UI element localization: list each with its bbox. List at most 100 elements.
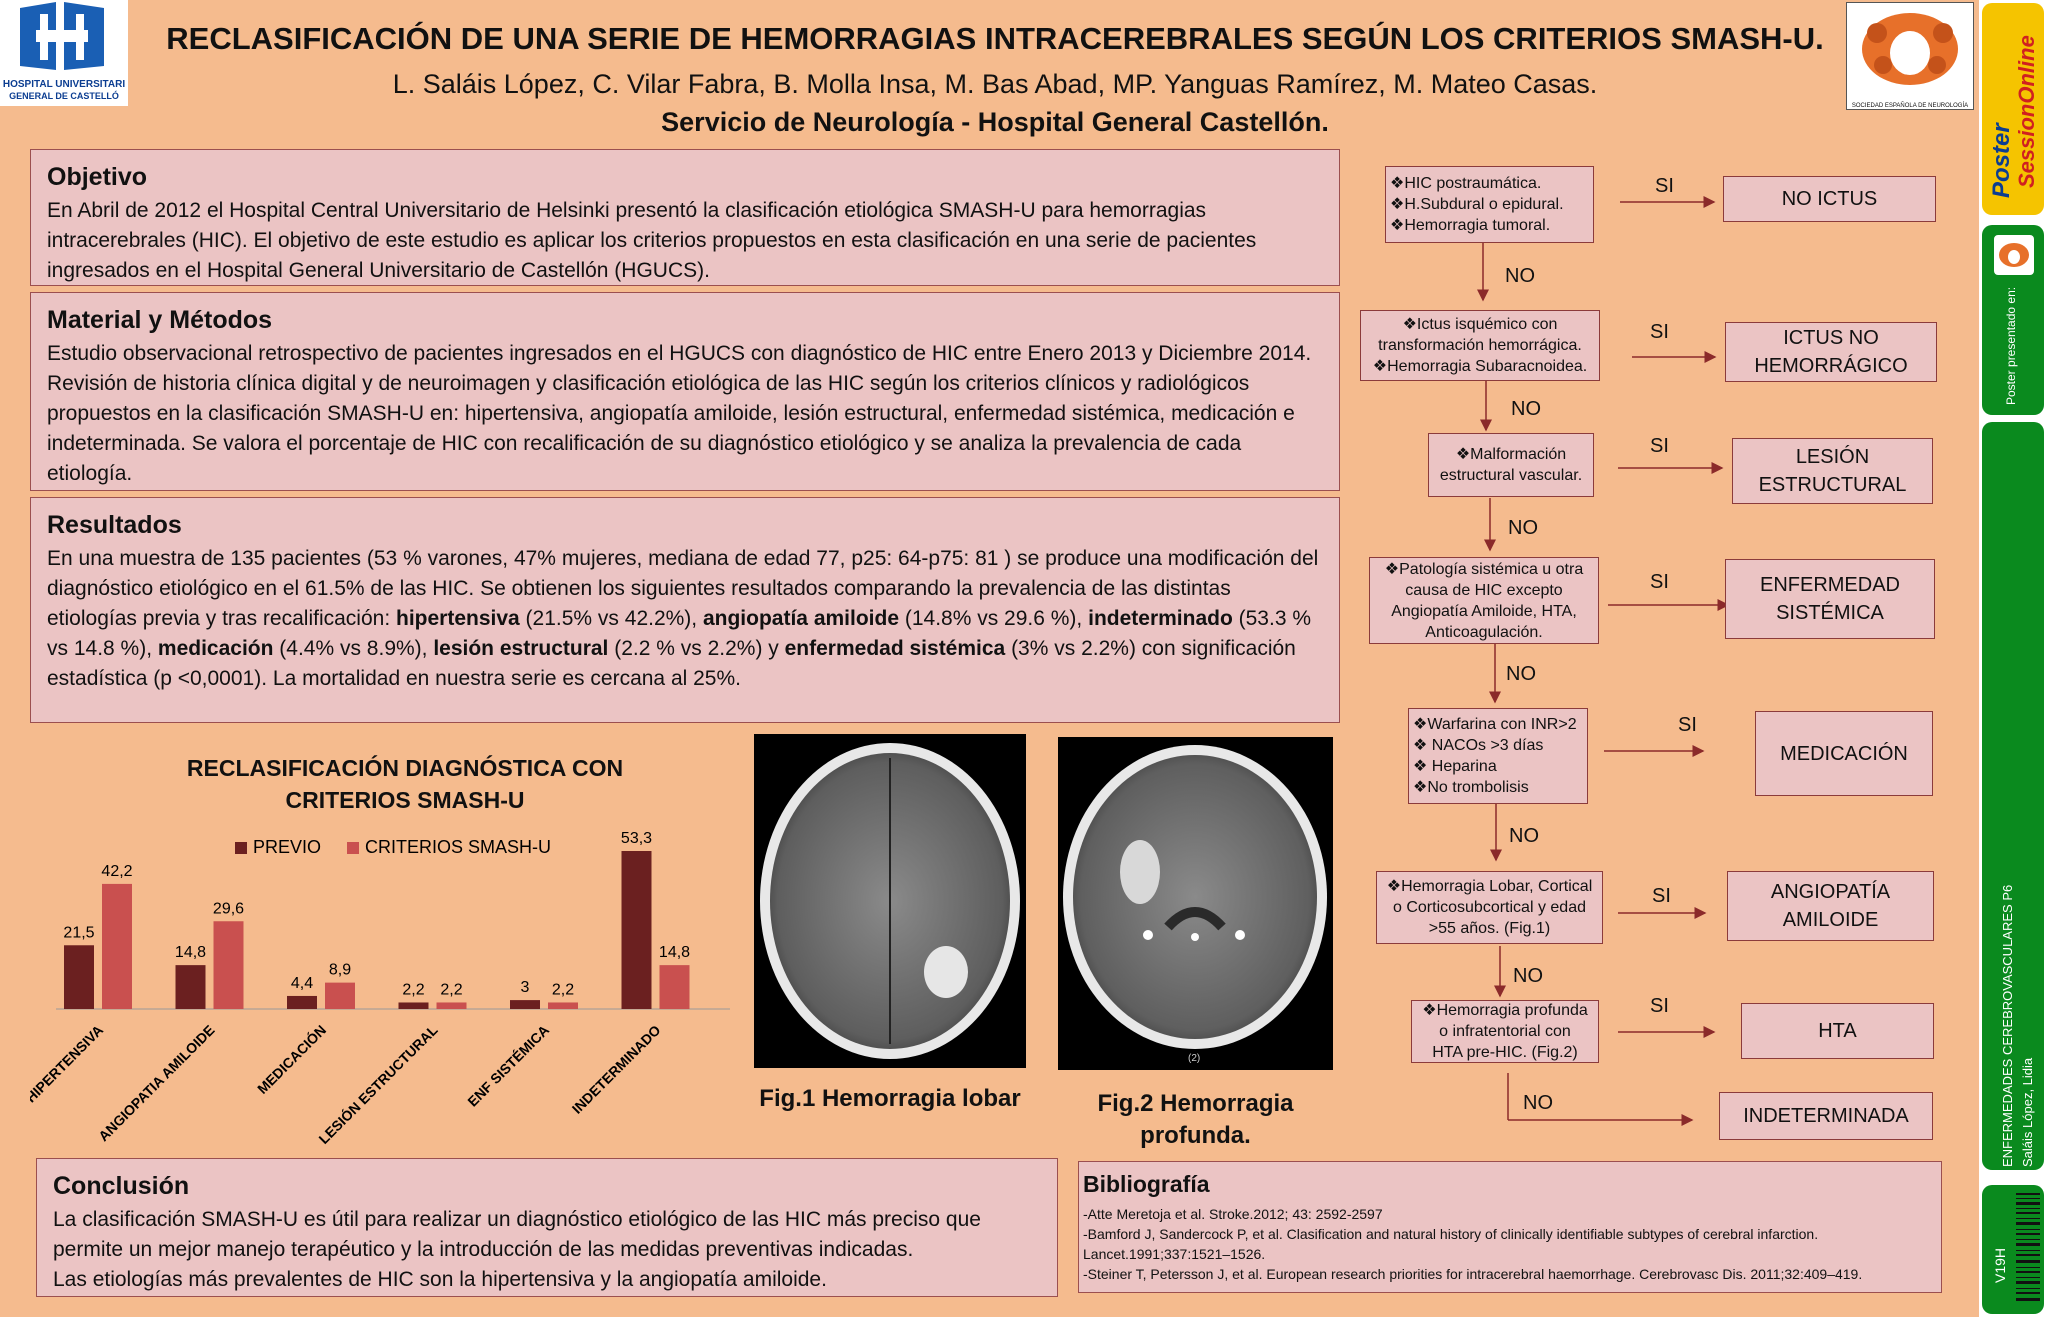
data-label-1-4: 2,2 xyxy=(552,981,574,998)
bar-0-3 xyxy=(398,1002,429,1009)
flow-si-3: SI xyxy=(1650,435,1669,457)
bar-0-2 xyxy=(287,995,317,1009)
resultados-heading: Resultados xyxy=(47,511,182,539)
bibliografia-section: Bibliografía -Atte Meretoja et al. Strok… xyxy=(1078,1161,1942,1293)
objetivo-section: Objetivo En Abril de 2012 el Hospital Ce… xyxy=(30,149,1340,286)
objetivo-heading: Objetivo xyxy=(47,163,148,191)
sidebar-brand-session: SessionOnline xyxy=(2014,35,2039,188)
poster-department: Servicio de Neurología - Hospital Genera… xyxy=(661,107,1329,137)
ct-image-fig1 xyxy=(754,734,1026,1068)
flow-question-5: ❖Warfarina con INR>2❖ NACOs >3 días❖ Hep… xyxy=(1408,708,1588,804)
hospital-logo-line1: HOSPITAL UNIVERSITARI xyxy=(2,79,126,90)
data-label-0-1: 14,8 xyxy=(175,944,206,961)
hospital-logo-line2: GENERAL DE CASTELLÓ xyxy=(9,91,119,101)
data-label-1-5: 14,8 xyxy=(659,944,690,961)
flow-outcome-hta: HTA xyxy=(1741,1003,1934,1059)
fig2-tag: (2) xyxy=(1188,1053,1201,1064)
sidebar-category: ENFERMEDADES CEREBROVASCULARES P6 xyxy=(2000,884,2015,1167)
legend-label-1: CRITERIOS SMASH-U xyxy=(365,837,551,857)
flow-no-6: NO xyxy=(1513,965,1543,987)
data-label-1-1: 29,6 xyxy=(213,900,244,917)
bar-1-3 xyxy=(436,1002,467,1009)
legend-swatch-1 xyxy=(347,842,359,854)
flow-no-5: NO xyxy=(1509,825,1539,847)
flow-no-3: NO xyxy=(1508,517,1538,539)
metodos-text: Estudio observacional retrospectivo de p… xyxy=(47,342,1312,485)
bar-1-5 xyxy=(659,965,690,1009)
flow-outcome-medicacion: MEDICACIÓN xyxy=(1755,711,1933,796)
flow-si-7: SI xyxy=(1650,995,1669,1017)
conclusion-heading: Conclusión xyxy=(53,1172,190,1200)
tick-label-5: INDETERMINADO xyxy=(569,1022,664,1117)
ct-image-fig2: (2) xyxy=(1058,737,1333,1070)
chart-title: RECLASIFICACIÓN DIAGNÓSTICA CON CRITERIO… xyxy=(40,752,770,816)
objetivo-text: En Abril de 2012 el Hospital Central Uni… xyxy=(47,199,1257,282)
hospital-logo: HOSPITAL UNIVERSITARI GENERAL DE CASTELL… xyxy=(0,0,128,106)
sidebar: Poster SessionOnline Poster presentado e… xyxy=(1979,0,2048,1317)
sidebar-society-icon xyxy=(1994,235,2034,275)
fig1-caption: Fig.1 Hemorragia lobar xyxy=(759,1085,1021,1112)
bar-1-4 xyxy=(548,1002,578,1009)
flowchart-arrows xyxy=(1477,196,1730,1126)
tick-label-2: MEDICACIÓN xyxy=(253,1021,329,1097)
sidebar-code: V19H xyxy=(1992,1247,2008,1283)
society-logo: SOCIEDAD ESPAÑOLA DE NEUROLOGÍA xyxy=(1846,2,1974,110)
data-label-0-2: 4,4 xyxy=(291,975,313,992)
resultados-text: En una muestra de 135 pacientes (53 % va… xyxy=(47,547,1319,690)
flow-si-1: SI xyxy=(1655,175,1674,197)
sidebar-brand-poster: Poster xyxy=(1988,123,2015,198)
tick-label-0: HIPERTENSIVA xyxy=(30,1022,106,1106)
tick-label-4: ENF SISTÉMICA xyxy=(464,1022,552,1110)
sidebar-presented-panel: Poster presentado en: xyxy=(1982,225,2044,415)
metodos-heading: Material y Métodos xyxy=(47,306,273,334)
flow-question-1: ❖HIC postraumática.❖H.Subdural o epidura… xyxy=(1385,166,1594,243)
flow-no-4: NO xyxy=(1506,663,1536,685)
flow-outcome-no-ictus: NO ICTUS xyxy=(1723,176,1936,222)
flow-no-1: NO xyxy=(1505,265,1535,287)
hospital-h-icon xyxy=(20,2,104,70)
conclusion-section: Conclusión La clasificación SMASH-U es ú… xyxy=(36,1158,1058,1297)
barcode-icon xyxy=(2016,1193,2040,1301)
flow-si-2: SI xyxy=(1650,321,1669,343)
data-label-0-0: 21,5 xyxy=(63,924,94,941)
bar-1-1 xyxy=(213,921,244,1009)
flow-si-4: SI xyxy=(1650,571,1669,593)
bar-0-0 xyxy=(64,945,94,1009)
flow-si-6: SI xyxy=(1652,885,1671,907)
bar-0-4 xyxy=(510,1000,540,1009)
society-logo-text: SOCIEDAD ESPAÑOLA DE NEUROLOGÍA xyxy=(1851,103,1969,109)
poster-title: RECLASIFICACIÓN DE UNA SERIE DE HEMORRAG… xyxy=(166,21,1824,56)
reference-3: -Steiner T, Petersson J, et al. European… xyxy=(1083,1266,1863,1282)
bar-1-2 xyxy=(325,982,355,1009)
bar-1-0 xyxy=(102,883,132,1009)
metodos-section: Material y Métodos Estudio observacional… xyxy=(30,292,1340,491)
conclusion-text-1: La clasificación SMASH-U es útil para re… xyxy=(53,1208,981,1261)
sidebar-info-panel: ENFERMEDADES CEREBROVASCULARES P6 Saláis… xyxy=(1982,422,2044,1170)
tick-label-1: ANGIOPATIA AMILOIDE xyxy=(95,1022,217,1144)
sidebar-brand-panel: Poster SessionOnline xyxy=(1982,3,2044,215)
fig2-caption: Fig.2 Hemorragia profunda. xyxy=(1097,1090,1294,1149)
sidebar-code-panel: V19H xyxy=(1982,1185,2044,1314)
data-label-0-4: 3 xyxy=(521,979,530,996)
flow-si-5: SI xyxy=(1678,714,1697,736)
poster-authors: L. Saláis López, C. Vilar Fabra, B. Moll… xyxy=(392,69,1598,99)
sidebar-presented-text: Poster presentado en: xyxy=(2004,286,2018,405)
chart-title-line2: CRITERIOS SMASH-U xyxy=(285,787,525,813)
flow-no-2: NO xyxy=(1511,398,1541,420)
bar-0-1 xyxy=(175,965,206,1009)
bibliografia-heading: Bibliografía xyxy=(1083,1171,1210,1197)
flow-outcome-indeterminada: INDETERMINADA xyxy=(1719,1092,1933,1140)
sidebar-author: Saláis López, Lidia xyxy=(2020,1057,2035,1167)
reference-2: -Bamford J, Sandercock P, et al. Clasifi… xyxy=(1083,1226,1819,1262)
flow-no-7: NO xyxy=(1523,1092,1553,1114)
tick-label-3: LESIÓN ESTRUCTURAL xyxy=(315,1021,441,1147)
